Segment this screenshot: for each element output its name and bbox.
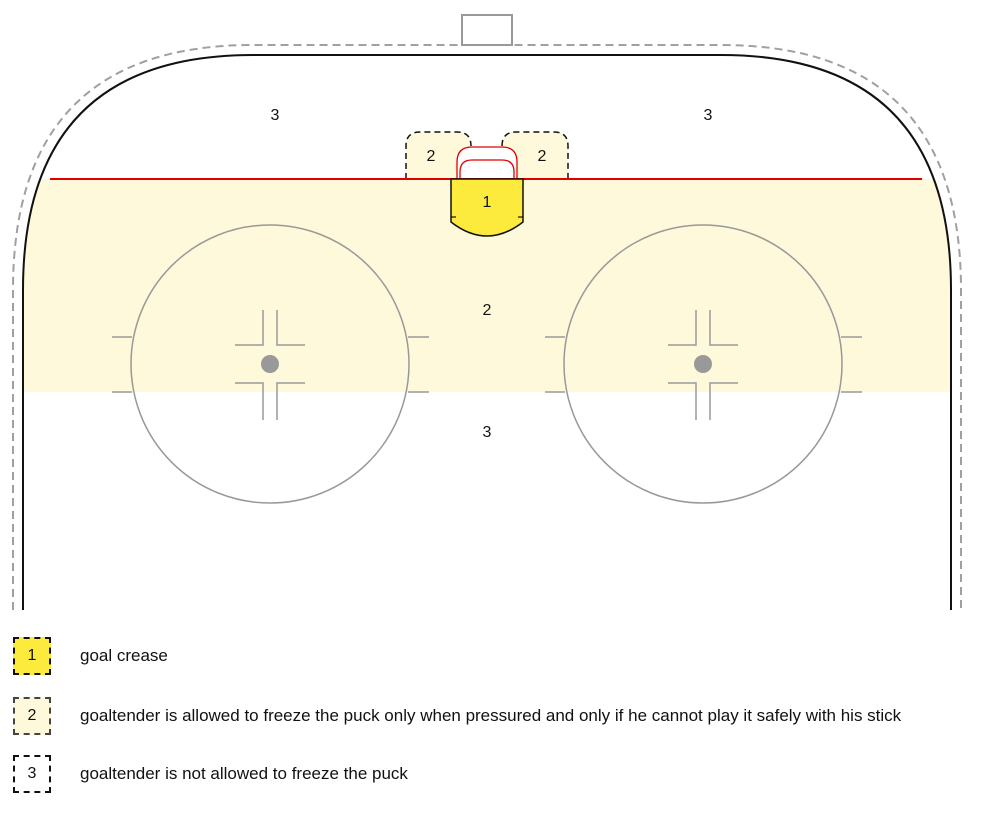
legend-swatch-zone-3: 3: [13, 755, 51, 793]
legend-swatch-zone-2: 2: [13, 697, 51, 735]
legend-text: goaltender is not allowed to freeze the …: [80, 764, 408, 783]
legend-item-1: 1 goal crease: [13, 636, 168, 676]
legend-item-2: 2 goaltender is allowed to freeze the pu…: [13, 696, 901, 736]
zone-2-behind-net-left-outline: [405, 131, 472, 179]
legend-text: goaltender is allowed to freeze the puck…: [80, 706, 902, 725]
legend-item-3: 3 goaltender is not allowed to freeze th…: [13, 754, 408, 794]
zone-label-slot-upper: 2: [483, 302, 492, 319]
zone-label-top-right: 3: [704, 107, 713, 124]
zone-label-slot-lower: 3: [483, 424, 492, 441]
zone-label-behind-net-right: 2: [538, 148, 547, 165]
rink-boards: [22, 54, 952, 610]
legend-swatch-number: 2: [27, 707, 37, 724]
zone-label-crease: 1: [483, 194, 492, 211]
legend-text: goal crease: [80, 646, 168, 665]
zone-label-behind-net-left: 2: [427, 148, 436, 165]
faceoff-dot-right: [694, 355, 712, 373]
faceoff-dot-left: [261, 355, 279, 373]
goal-judge-box: [461, 14, 513, 46]
hockey-rink-diagram: 3 3 2 2 1 2 3: [12, 14, 962, 610]
zone-label-top-left: 3: [271, 107, 280, 124]
legend-swatch-number: 3: [27, 765, 37, 782]
faceoff-circle-left: [112, 224, 429, 504]
goal-net-outer: [456, 146, 518, 179]
zone-2-behind-net-right-outline: [501, 131, 569, 179]
legend-swatch-zone-1: 1: [13, 637, 51, 675]
legend-swatch-number: 1: [27, 647, 37, 664]
zone-2-behind-net-left: [406, 132, 471, 179]
goal-crease: [450, 178, 524, 237]
goal-net-inner: [459, 159, 515, 179]
zone-2-behind-net-right: [502, 132, 568, 179]
faceoff-circle-right: [545, 224, 862, 504]
rink-outer-dashed: [12, 44, 962, 610]
